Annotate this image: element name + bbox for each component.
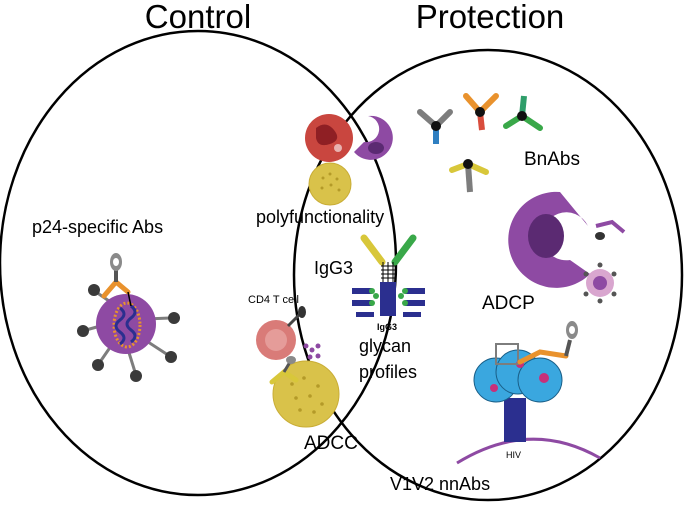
igg3-small-label: IgG3 [377,322,397,332]
control-title: Control [145,0,251,35]
macrophage-icon [354,115,393,160]
hiv-label: HIV [506,450,521,460]
adcp-label: ADCP [482,293,535,314]
igg3-label: IgG3 [314,258,353,278]
glycan-label-2: profiles [359,362,417,382]
cd4-label: CD4 T cell [248,294,299,306]
antibody-icon [360,234,417,316]
nk-cell-icon [308,162,352,206]
adcc-label: ADCC [304,433,358,454]
polyfunctionality-label: polyfunctionality [256,207,384,227]
cd4-t-cell-icon [256,306,321,360]
hiv-envelope-icon [456,321,601,465]
glycan-icon [352,288,425,317]
glycan-label-1: glycan [359,336,411,356]
virion-icon [77,253,180,382]
hiv-virion-small-icon [583,262,617,304]
bnabs-label: BnAbs [524,149,580,170]
p24-label: p24-specific Abs [32,217,163,237]
adcp-macrophage-icon [508,191,626,288]
nk-cell-adcc-icon [269,356,340,428]
bnabs-icon [417,93,543,193]
protection-circle [292,48,684,502]
v1v2-label: V1V2 nnAbs [390,474,490,494]
neutrophil-icon [305,114,353,162]
protection-title: Protection [416,0,565,35]
